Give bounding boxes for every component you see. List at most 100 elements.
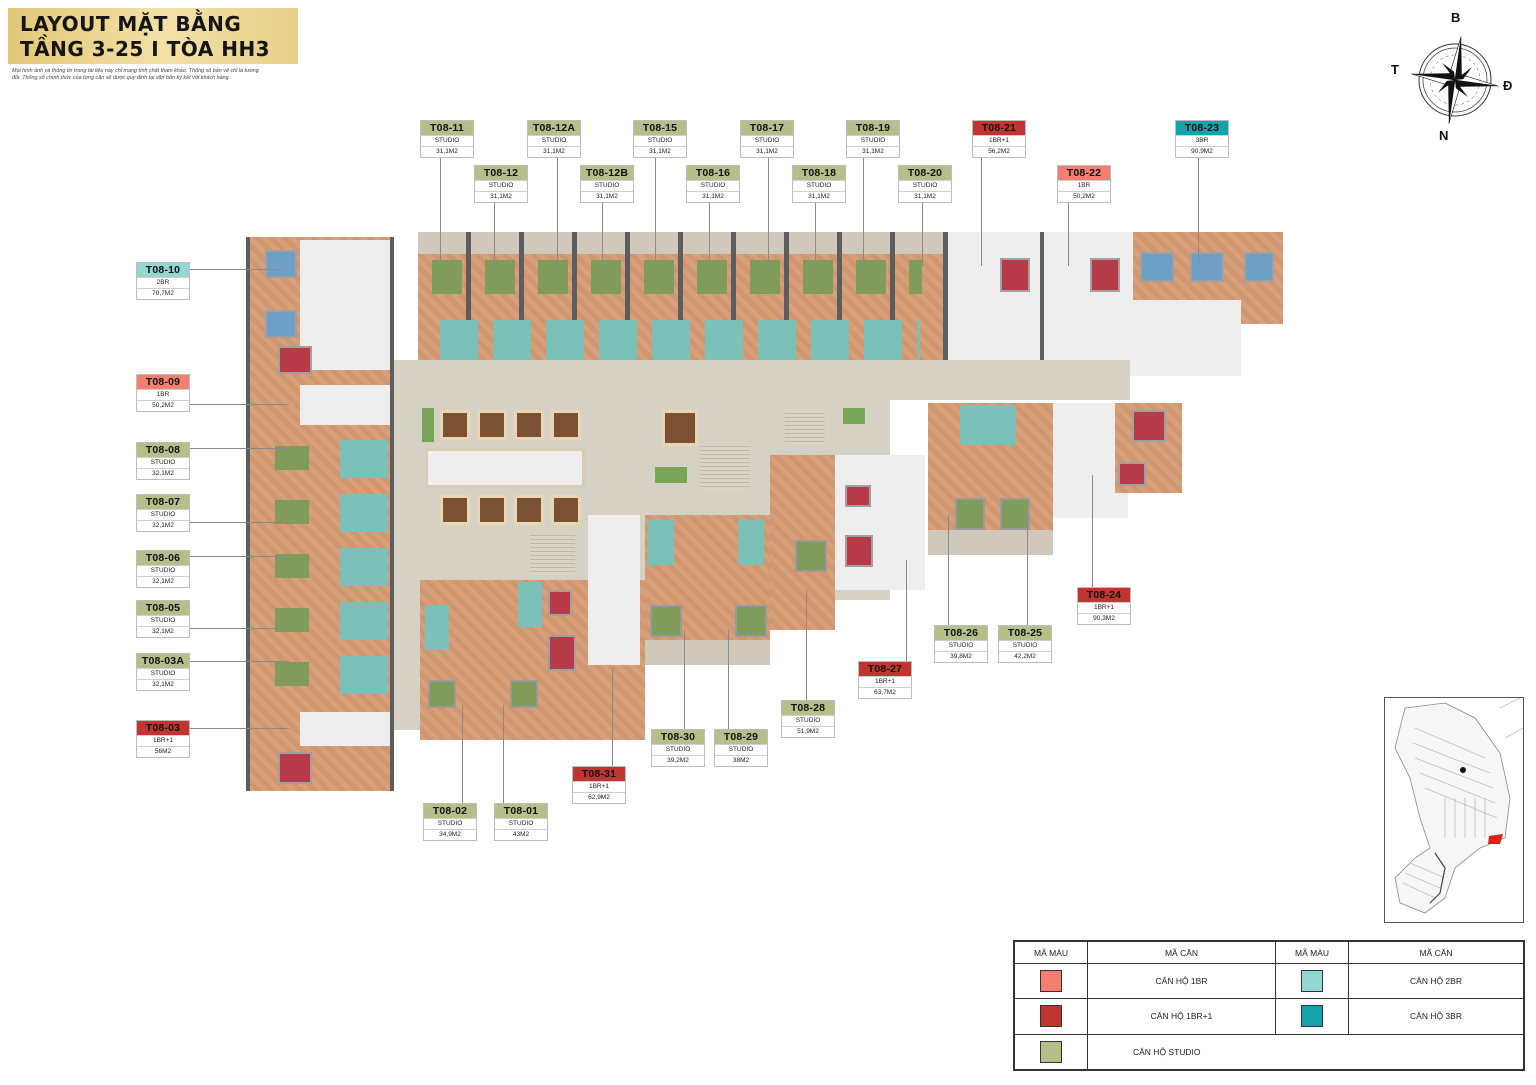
bed (650, 605, 682, 637)
unit-code: T08-03A (137, 654, 189, 668)
unit-area: 63,7M2 (859, 687, 911, 698)
leader-line (494, 201, 495, 266)
unit-code: T08-03 (137, 721, 189, 735)
unit-code: T08-06 (137, 551, 189, 565)
unit-area: 31,1M2 (687, 191, 739, 202)
leader-line (863, 156, 864, 266)
unit-type: STUDIO (715, 744, 767, 755)
left-bathrooms (340, 440, 388, 700)
bathroom (518, 582, 542, 627)
site-location-map (1384, 697, 1524, 923)
leader-line (440, 156, 441, 266)
elevator-1 (440, 410, 470, 440)
bathroom (738, 520, 764, 565)
unit-code: T08-10 (137, 263, 189, 277)
bed (1118, 462, 1146, 486)
unit-area: 70,7M2 (137, 288, 189, 299)
swatch-2br (1301, 970, 1323, 993)
bathroom (648, 520, 674, 565)
bathroom (425, 605, 449, 650)
unit-code: T08-07 (137, 495, 189, 509)
bed (795, 540, 827, 572)
wall (1040, 232, 1044, 376)
unit-area: 90,9M2 (1176, 146, 1228, 157)
legend-label-studio: CĂN HỘ STUDIO (1087, 1033, 1524, 1071)
unit-type: STUDIO (687, 180, 739, 191)
unit-type: STUDIO (137, 668, 189, 679)
unit-area: 38M2 (715, 755, 767, 766)
leader-line (684, 630, 685, 729)
legend-header-unit: MÃ CĂN (1348, 941, 1524, 964)
leader-line (557, 156, 558, 266)
bed (548, 635, 576, 671)
bed-t08-22 (1090, 258, 1120, 292)
leader-line (1198, 156, 1199, 266)
unit-area: 56,2M2 (973, 146, 1025, 157)
elevator-2 (477, 410, 507, 440)
leader-line (655, 156, 656, 266)
leader-line (1068, 201, 1069, 266)
service-elevator (662, 410, 698, 446)
unit-area: 31,1M2 (741, 146, 793, 157)
leader-line (728, 630, 729, 729)
unit-code: T08-23 (1176, 121, 1228, 135)
compass-rose-icon: B N T Đ (1385, 8, 1525, 146)
unit-area: 31,1M2 (899, 191, 951, 202)
compass-west-label: T (1391, 62, 1399, 77)
unit-type: 1BR+1 (859, 676, 911, 687)
bed-t08-23-c (1244, 252, 1274, 282)
shaft (655, 467, 687, 483)
legend-header-color: MÃ MÀU (1275, 941, 1349, 964)
unit-area: 39,2M2 (652, 755, 704, 766)
unit-area: 62,9M2 (573, 792, 625, 803)
bed-t08-10-b (265, 310, 297, 338)
color-legend: MÃ MÀU MÃ CĂN MÃ MÀU MÃ CĂN CĂN HỘ 1BR C… (1013, 940, 1525, 1071)
page-title-line1: LAYOUT MẶT BẰNG (20, 12, 242, 36)
page-title-line2: TẦNG 3-25 I TÒA HH3 (20, 37, 271, 61)
disclaimer-text: Mọi hình ảnh và thông tin trong tài liệu… (12, 68, 259, 81)
wall (246, 237, 250, 791)
elevator-7 (514, 495, 544, 525)
leader-line (189, 661, 289, 662)
unit-type: STUDIO (421, 135, 473, 146)
bed-t08-23-b (1190, 252, 1224, 282)
unit-code: T08-26 (935, 626, 987, 640)
unit-area: 32,1M2 (137, 468, 189, 479)
unit-type: STUDIO (652, 744, 704, 755)
unit-type: STUDIO (137, 509, 189, 520)
unit-area: 32,1M2 (137, 576, 189, 587)
leader-line (189, 628, 289, 629)
elevator-6 (477, 495, 507, 525)
